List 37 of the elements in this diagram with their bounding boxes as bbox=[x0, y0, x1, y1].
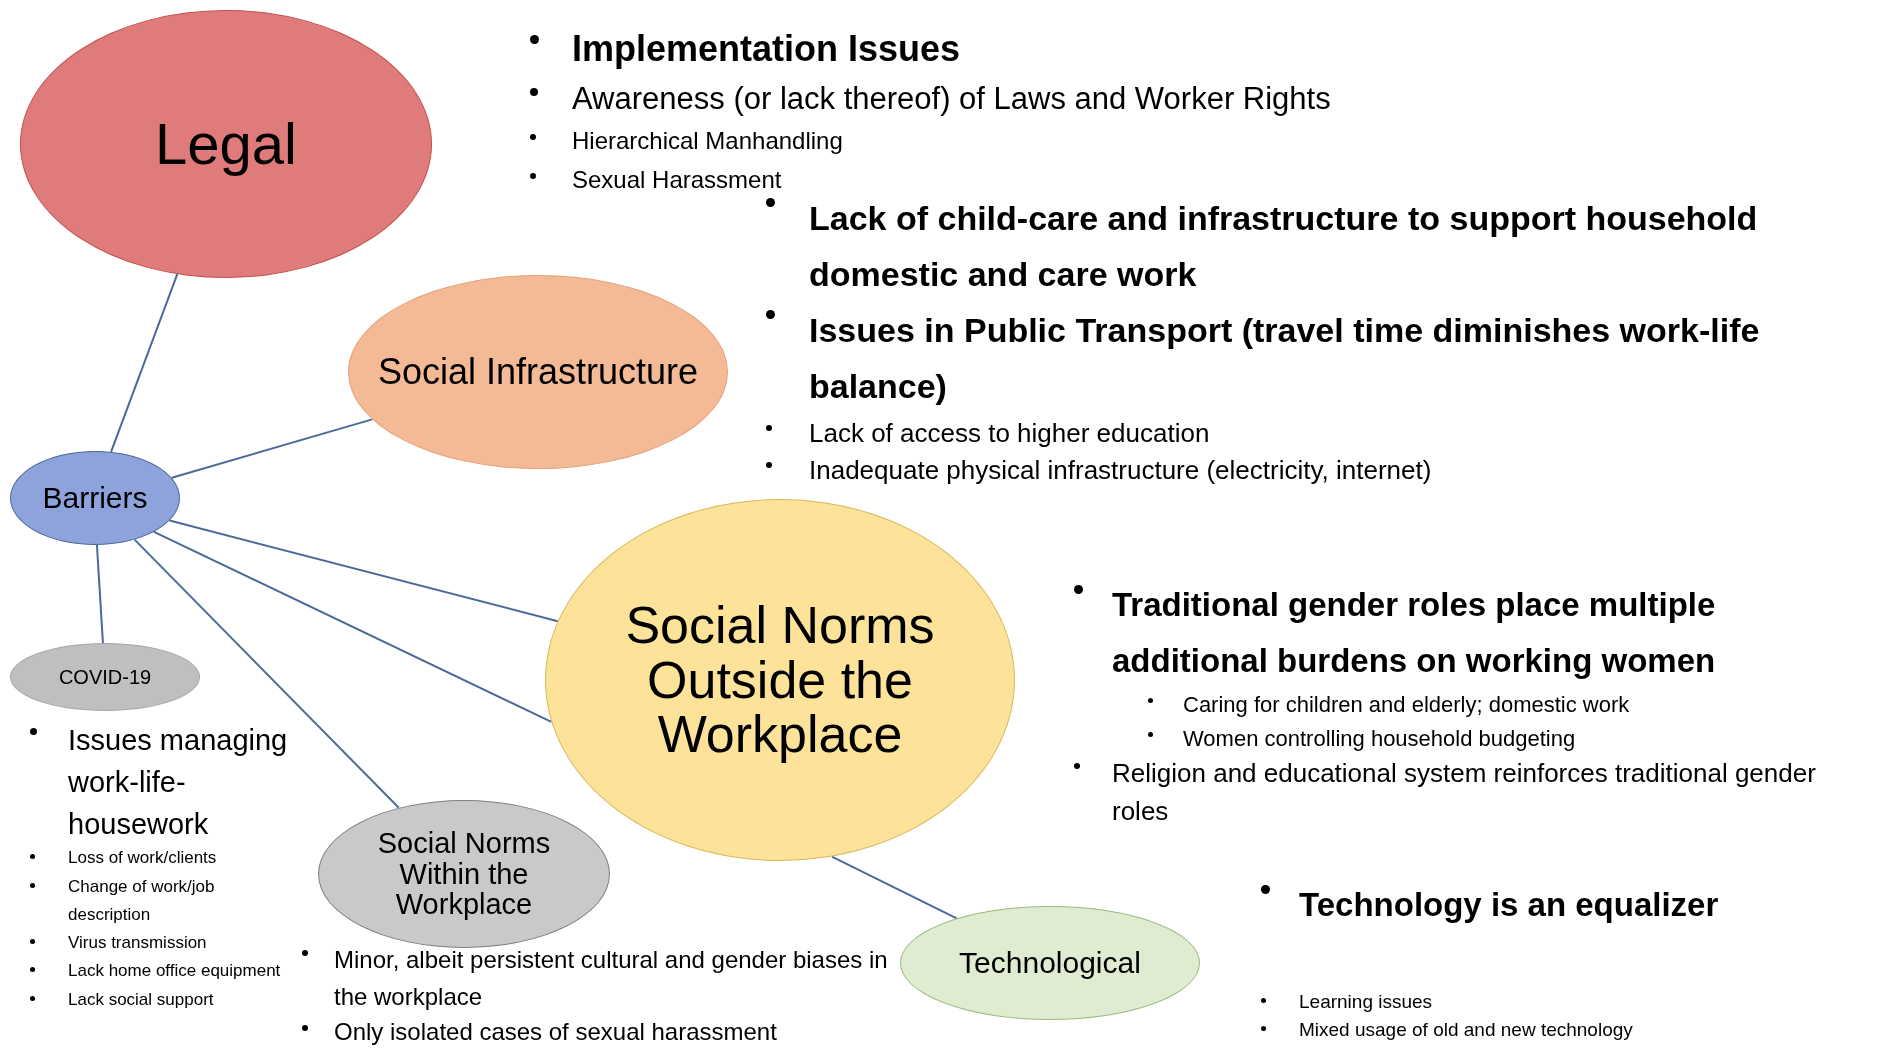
node-label: Social Norms Within the Workplace bbox=[376, 828, 552, 920]
bullet-text: Lack of access to higher education bbox=[809, 417, 1211, 450]
bullet-text: Women controlling household budgeting bbox=[1183, 725, 1577, 753]
connector-line bbox=[830, 855, 958, 920]
connector-line bbox=[170, 418, 374, 479]
node-label: Social Infrastructure bbox=[376, 353, 700, 391]
bullet-text: Mixed usage of old and new technology bbox=[1299, 1018, 1634, 1042]
bullet-text: Implementation Issues bbox=[572, 27, 962, 71]
bullet-text: Inadequate physical infrastructure (electricity, internet) bbox=[809, 454, 1433, 487]
node-label: Legal bbox=[154, 113, 298, 175]
bullet-text: Lack home office equipment bbox=[68, 960, 282, 982]
bullet-text: Traditional gender roles place multiple additional burdens on working women bbox=[1112, 585, 1717, 681]
connector-line bbox=[133, 538, 400, 809]
bullet-text: Issues in Public Transport (travel time diminishes work-life balance) bbox=[809, 310, 1761, 407]
bullet-text: Sexual Harassment bbox=[572, 165, 783, 195]
connector-line bbox=[95, 544, 104, 644]
bullet-text: Learning issues bbox=[1299, 990, 1434, 1014]
bullet-text: Loss of work/clients bbox=[68, 847, 218, 869]
node-label: COVID-19 bbox=[57, 666, 153, 688]
bullet-text: Change of work/job description bbox=[68, 876, 216, 926]
bullet-text: Technology is an equalizer bbox=[1299, 885, 1719, 925]
node-label: Social Norms Outside the Workplace bbox=[624, 598, 936, 762]
bullet-text: Hierarchical Manhandling bbox=[572, 126, 844, 156]
bullet-text: Religion and educational system reinforces traditional gender roles bbox=[1112, 757, 1817, 828]
node-label: Barriers bbox=[41, 482, 149, 514]
bullet-text: Lack of child-care and infrastructure to support household domestic and care work bbox=[809, 198, 1759, 295]
connector-line bbox=[168, 519, 559, 623]
bullet-text: Minor, albeit persistent cultural and gender biases in the workplace bbox=[334, 945, 889, 1012]
node-label: Technological bbox=[958, 947, 1142, 979]
connector-line bbox=[153, 530, 553, 723]
bullet-text: Virus transmission bbox=[68, 932, 208, 954]
bullet-text: Only isolated cases of sexual harassment bbox=[334, 1017, 778, 1047]
bullet-text: Lack social support bbox=[68, 989, 215, 1011]
bullet-text: Issues managing work-life-housework bbox=[68, 723, 289, 842]
connector-line bbox=[110, 273, 179, 453]
bullet-text: Awareness (or lack thereof) of Laws and Worker Rights bbox=[572, 80, 1332, 118]
bullet-text: Caring for children and elderly; domestic work bbox=[1183, 691, 1631, 719]
